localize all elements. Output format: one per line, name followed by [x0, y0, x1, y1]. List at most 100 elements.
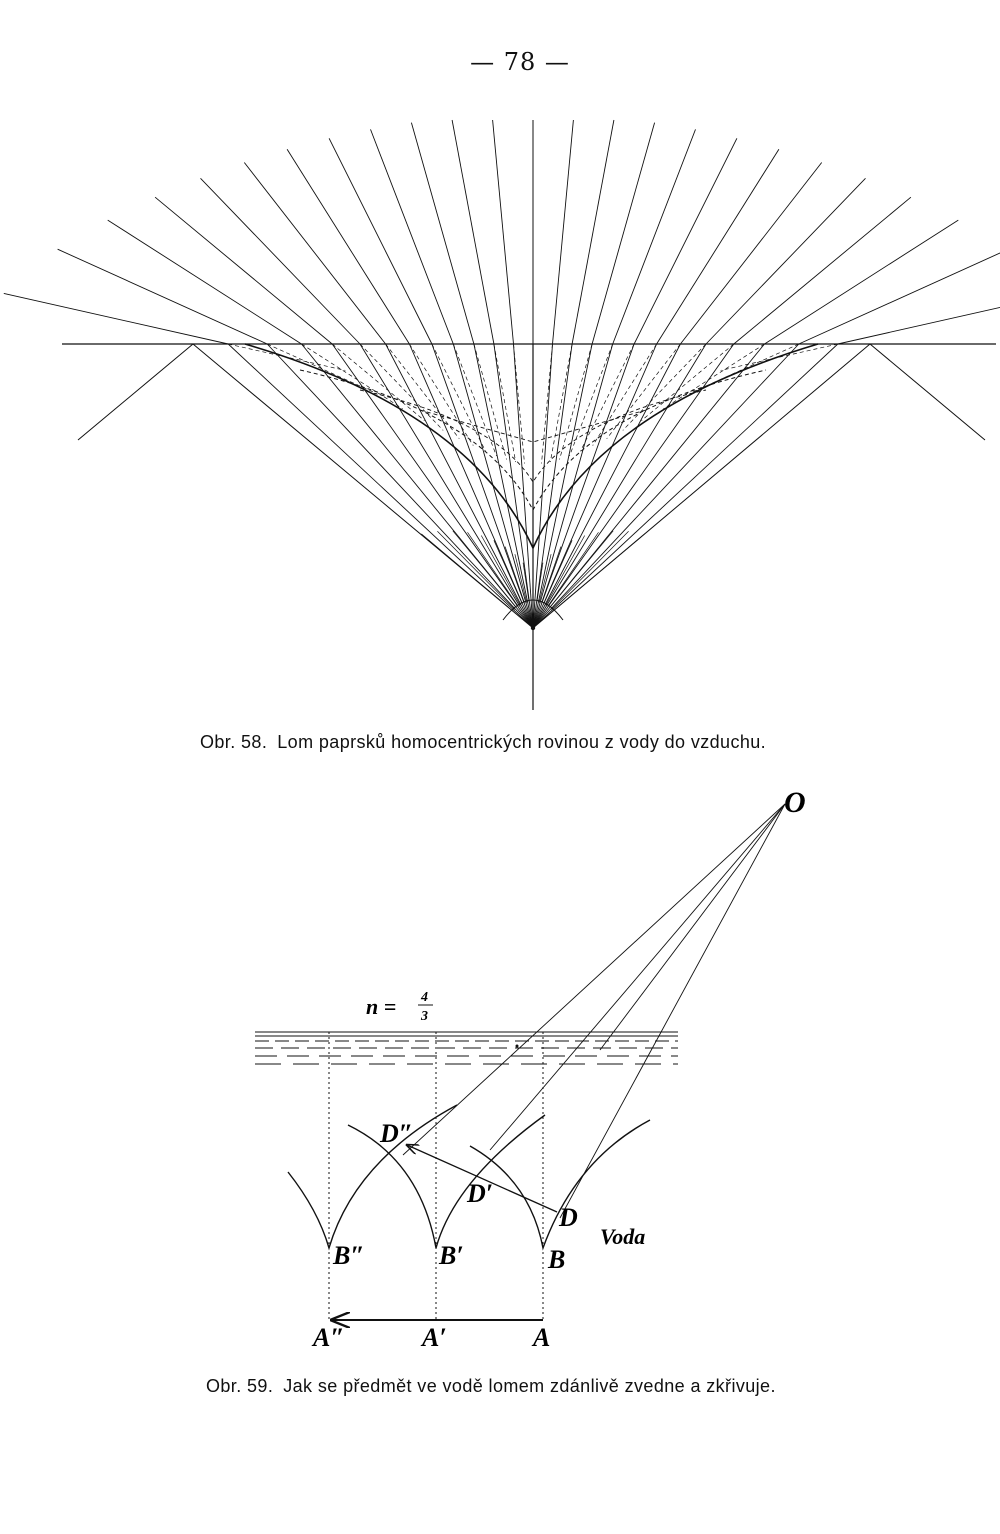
refractive-index-numerator: 4: [420, 990, 428, 1005]
virtual-ray: [622, 343, 707, 431]
virtual-ray: [385, 343, 460, 439]
water-ray: [532, 343, 635, 629]
near-source-ray: [504, 546, 525, 604]
label-O: O: [784, 786, 806, 819]
water-ray: [532, 343, 735, 629]
virtual-ray: [592, 343, 657, 446]
air-ray: [591, 122, 656, 345]
water-ray: [532, 343, 553, 629]
critical-ray-left: [77, 343, 534, 629]
virtual-ray: [549, 343, 573, 463]
air-ray: [154, 196, 333, 345]
rays-from-O: [402, 803, 786, 1219]
water-ray: [532, 343, 800, 629]
air-ray: [200, 177, 361, 345]
near-source-ray: [545, 535, 586, 606]
water-ray: [532, 343, 681, 629]
air-ray: [370, 129, 454, 345]
virtual-ray: [473, 343, 507, 460]
air-ray: [286, 148, 410, 345]
virtual-ray: [720, 343, 838, 371]
water-ray: [431, 343, 534, 629]
air-ray: [705, 177, 866, 345]
virtual-ray: [301, 343, 403, 409]
label-B2: B″: [332, 1241, 365, 1270]
figure-58-caption-number: Obr. 58.: [200, 732, 268, 752]
air-ray: [57, 248, 268, 345]
air-ray: [764, 219, 959, 345]
near-source-ray: [549, 530, 614, 609]
label-A: A: [531, 1323, 550, 1352]
near-source-ray: [551, 531, 629, 610]
caustic-dashed: [299, 369, 767, 512]
label-D1: D′: [466, 1179, 493, 1208]
air-ray: [328, 138, 433, 345]
water-ray: [227, 343, 534, 629]
water-ray: [532, 343, 593, 629]
virtual-ray: [409, 343, 474, 446]
water-ray: [493, 343, 534, 629]
displacement-arrow-D: [407, 1145, 558, 1213]
near-source-ray: [514, 554, 528, 603]
air-ray: [3, 292, 229, 345]
air-ray: [243, 162, 386, 345]
water-ray: [513, 343, 534, 629]
air-ray: [571, 119, 615, 345]
water-ray: [266, 343, 534, 629]
near-source-ray: [452, 530, 517, 609]
refractive-index-prefix: n =: [366, 994, 396, 1019]
virtual-ray: [228, 343, 346, 371]
virtual-ray: [452, 343, 497, 457]
source-point: [530, 625, 536, 631]
figure-58-caption-text: Lom paprsků homocentrických rovinou z vo…: [277, 732, 767, 752]
source-arc: [502, 599, 564, 621]
water-ray: [359, 343, 534, 629]
figure-59-caption-number: Obr. 59.: [206, 1376, 274, 1396]
water-ray: [532, 343, 707, 629]
near-source-ray: [467, 532, 519, 607]
near-source-ray: [543, 540, 573, 605]
point-c: [515, 1044, 519, 1048]
virtual-ray: [359, 343, 444, 431]
label-A1: A′: [420, 1323, 447, 1352]
figure-59-caption: Obr. 59.Jak se předmět ve vodě lomem zdá…: [206, 1376, 776, 1397]
water-ray: [532, 343, 573, 629]
label-water: Voda: [600, 1224, 645, 1249]
virtual-ray: [559, 343, 593, 460]
near-source-ray: [493, 540, 523, 605]
water-ray: [532, 343, 839, 629]
near-source-ray: [547, 532, 599, 607]
air-ray: [733, 196, 912, 345]
label-B1: B′: [438, 1241, 464, 1270]
virtual-ray: [431, 343, 486, 452]
caustic-curve: [244, 343, 819, 550]
air-ray: [633, 138, 738, 345]
near-source-ray: [522, 562, 530, 603]
air-ray: [798, 252, 1000, 345]
air-ray: [410, 122, 475, 345]
water-ray: [473, 343, 534, 629]
page-number: — 78 —: [470, 48, 570, 76]
water-ray: [408, 343, 534, 629]
label-D: D: [558, 1203, 578, 1232]
near-source-ray: [437, 531, 515, 610]
virtual-ray: [541, 343, 553, 464]
air-ray: [612, 129, 696, 345]
air-ray: [552, 119, 574, 345]
virtual-ray: [641, 343, 735, 421]
water-ray: [385, 343, 534, 629]
air-ray: [451, 119, 495, 345]
near-source-ray: [541, 546, 562, 604]
virtual-ray: [513, 343, 525, 464]
water-surface: [255, 1031, 678, 1065]
air-ray: [492, 119, 514, 345]
refractive-index-denominator: 3: [420, 1009, 428, 1024]
air-ray: [107, 219, 302, 345]
label-A2: A″: [311, 1323, 345, 1352]
air-ray: [656, 148, 780, 345]
figure-58-diagram: [3, 119, 1000, 710]
virtual-ray: [569, 343, 614, 457]
label-B: B: [547, 1245, 565, 1274]
air-ray: [680, 162, 823, 345]
virtual-ray: [267, 343, 377, 394]
